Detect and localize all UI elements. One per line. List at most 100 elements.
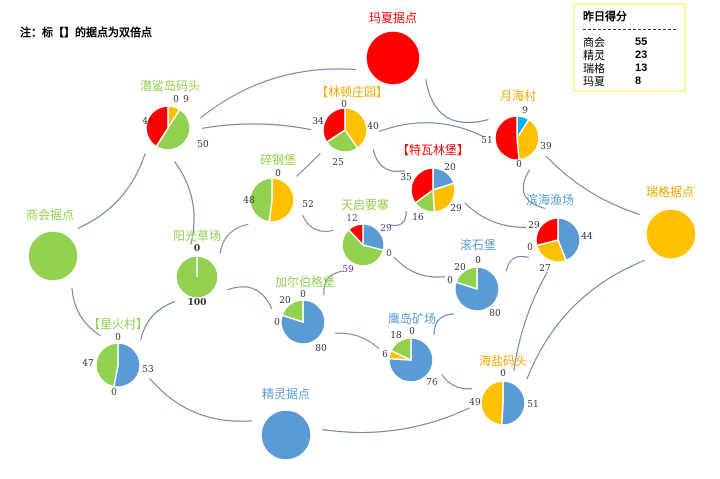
- pie-slice: [322, 107, 346, 144]
- route-line: [174, 161, 195, 245]
- stronghold-name: 碎钢堡: [260, 152, 296, 167]
- pie-slice: [365, 30, 421, 86]
- share-label: 9: [522, 106, 528, 116]
- share-label: 0: [341, 100, 347, 110]
- route-line: [323, 270, 343, 296]
- route-line: [433, 313, 454, 336]
- double-point-note: 注：标【】的据点为双倍点: [20, 26, 152, 39]
- pie-slice: [557, 217, 581, 262]
- pie-slice: [260, 409, 312, 461]
- pie-slice: [268, 177, 295, 223]
- route-line: [200, 68, 356, 119]
- stronghold-node[interactable]: 精灵据点: [260, 387, 312, 461]
- route-line: [372, 149, 405, 172]
- pie-slice: [535, 217, 559, 247]
- stronghold-name: 月海村: [500, 88, 536, 103]
- route-line: [227, 286, 273, 309]
- route-line: [296, 153, 321, 177]
- share-label: 29: [528, 221, 540, 231]
- share-label: 29: [450, 204, 462, 214]
- pie-slice: [432, 182, 456, 213]
- share-label: 0: [386, 249, 392, 259]
- pie-slice: [249, 177, 273, 223]
- share-label: 20: [454, 263, 466, 273]
- share-label: 0: [516, 160, 522, 170]
- pie-slice: [455, 266, 478, 291]
- share-label: 9: [183, 95, 189, 105]
- share-label: 80: [315, 344, 327, 354]
- stronghold-name: 鹰岛矿场: [388, 311, 436, 326]
- pie-slice: [535, 239, 568, 263]
- pie-slice: [390, 337, 412, 362]
- share-label: 34: [312, 117, 324, 127]
- share-label: 51: [527, 400, 538, 410]
- stronghold-node[interactable]: 月海村 9 39 0 51: [481, 88, 552, 170]
- share-label: 100: [188, 298, 207, 308]
- stronghold-name: 天启要寨: [341, 197, 389, 212]
- pie-slice: [341, 228, 385, 267]
- share-label: 39: [540, 142, 552, 152]
- share-label: 53: [142, 365, 154, 375]
- share-label: 44: [581, 232, 593, 242]
- stronghold-name: 商会据点: [26, 207, 74, 222]
- stronghold-node[interactable]: 商会据点: [26, 207, 79, 282]
- share-label: 0: [275, 169, 281, 179]
- pie-slice: [113, 342, 141, 388]
- stronghold-node[interactable]: 瑞格据点: [645, 184, 697, 260]
- stronghold-name: 滚石堡: [460, 237, 496, 252]
- share-label: 27: [539, 264, 551, 274]
- stronghold-node[interactable]: 玛夏据点: [365, 11, 421, 86]
- pie-slice: [645, 208, 697, 260]
- share-label: 40: [367, 122, 379, 132]
- route-line: [464, 202, 527, 228]
- stronghold-name: 加尔伯格堡: [275, 274, 335, 289]
- route-line: [441, 374, 473, 390]
- scoreboard-title: 昨日得分: [583, 10, 627, 23]
- route-line: [545, 155, 640, 215]
- route-line: [522, 169, 546, 209]
- faction-score: 8: [635, 75, 642, 87]
- pie-slice: [145, 105, 169, 148]
- share-label: 16: [412, 213, 424, 223]
- route-line: [393, 256, 446, 278]
- share-label: 0: [300, 290, 306, 300]
- share-label: 25: [332, 158, 344, 168]
- faction-name: 瑞格: [583, 62, 605, 75]
- pie-slice: [344, 107, 368, 150]
- pie-slice: [27, 230, 79, 282]
- route-line: [388, 211, 407, 226]
- share-label: 41: [142, 117, 153, 127]
- share-label: 0: [274, 318, 280, 328]
- share-label: 51: [481, 136, 492, 146]
- route-line: [335, 332, 380, 350]
- stronghold-name: 海盐码头: [479, 353, 527, 368]
- pie-slice: [95, 342, 119, 388]
- route-line: [526, 259, 646, 380]
- route-line: [77, 153, 146, 229]
- share-label: 0: [527, 243, 533, 253]
- share-label: 20: [444, 163, 456, 173]
- share-label: 0: [447, 276, 453, 286]
- share-label: 29: [380, 224, 392, 234]
- pie-slice: [480, 380, 504, 426]
- share-label: 47: [82, 359, 94, 369]
- stronghold-name: 瑞格据点: [646, 184, 694, 199]
- faction-name: 商会: [583, 36, 605, 49]
